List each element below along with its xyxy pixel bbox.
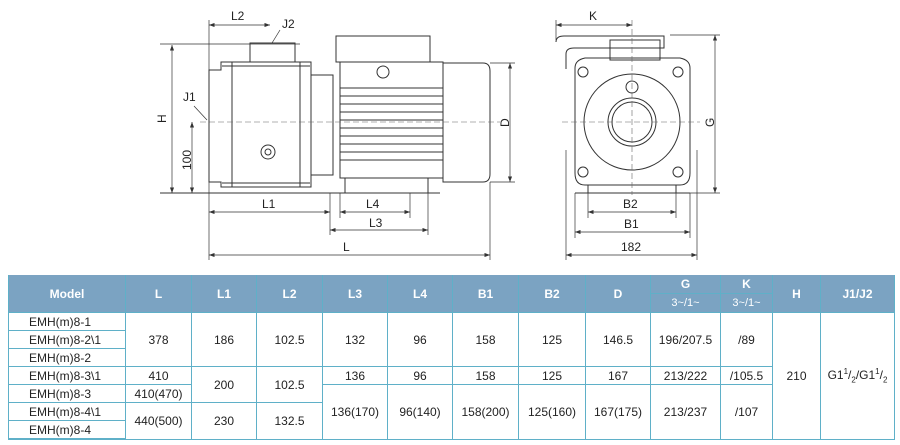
dim-label-L3: L3 — [369, 216, 383, 230]
dim-label-B1: B1 — [624, 217, 639, 231]
model-cell: EMH(m)8-2 — [8, 348, 126, 367]
dim-label-L: L — [343, 240, 350, 254]
cell-L2: 102.5 — [256, 312, 323, 367]
header-H: H — [772, 275, 821, 313]
header-K: K — [720, 275, 773, 294]
dim-label-D: D — [498, 118, 512, 127]
cell-L: 410(470) — [125, 384, 192, 403]
subheader-G: 3~/1~ — [650, 293, 721, 313]
table-row: EMH(m)8-1 378 186 102.5 132 96 158 125 1… — [8, 312, 895, 440]
cell-H: 210 — [772, 312, 821, 440]
pump-dimension-drawing: H 100 L2 J2 J1 D L1 L4 L3 L K G B2 B1 18… — [155, 9, 720, 260]
dim-label-H: H — [155, 114, 169, 123]
motor-fins — [340, 87, 443, 161]
cell-L2: 102.5 — [256, 366, 323, 403]
cell-D: 167(175) — [585, 384, 651, 440]
cell-L3: 136(170) — [322, 384, 388, 440]
model-cell: EMH(m)8-4 — [8, 420, 126, 440]
dim-label-G: G — [703, 118, 717, 127]
cell-G: 213/237 — [650, 384, 721, 440]
cell-L3: 136 — [322, 366, 388, 385]
cell-D: 146.5 — [585, 312, 651, 367]
header-L1: L1 — [191, 275, 257, 313]
model-cell: EMH(m)8-1 — [8, 312, 126, 331]
table-row: EMH(m)8-3 410(470) 136(170) 96(140) 158(… — [8, 384, 895, 440]
model-cell: EMH(m)8-3\1 — [8, 366, 126, 385]
label-J2: J2 — [282, 17, 295, 31]
cell-L: 378 — [125, 312, 192, 367]
dim-label-L1: L1 — [262, 197, 276, 211]
cell-L: 410 — [125, 366, 192, 385]
cell-B1: 158 — [452, 312, 519, 367]
table-row: EMH(m)8-4 — [8, 420, 895, 440]
dim-label-L2: L2 — [231, 9, 245, 23]
cell-L1: 200 — [191, 366, 257, 403]
label-J1: J1 — [183, 90, 196, 104]
cell-B1: 158 — [452, 366, 519, 385]
subheader-K: 3~/1~ — [720, 293, 773, 313]
dim-label-L4: L4 — [366, 197, 380, 211]
dimension-table: Model L L1 L2 L3 L4 B1 B2 D G K H J1/J2 … — [8, 275, 895, 440]
dim-label-K: K — [589, 9, 597, 23]
cell-L4: 96 — [387, 366, 453, 385]
cell-L: 440(500) — [125, 402, 192, 440]
cell-L1: 230 — [191, 402, 257, 440]
dim-label-B2: B2 — [623, 197, 638, 211]
header-L2: L2 — [256, 275, 323, 313]
cell-B2: 125 — [518, 366, 586, 385]
cell-B2: 125(160) — [518, 384, 586, 440]
model-cell: EMH(m)8-2\1 — [8, 330, 126, 349]
table-row: EMH(m)8-4\1 440(500) 230 132.5 — [8, 402, 895, 440]
side-view: H 100 L2 J2 J1 D L1 L4 L3 L — [155, 9, 515, 260]
header-L3: L3 — [322, 275, 388, 313]
model-cell: EMH(m)8-4\1 — [8, 402, 126, 421]
cell-L4: 96(140) — [387, 384, 453, 440]
dim-label-100: 100 — [180, 150, 194, 170]
header-D: D — [585, 275, 651, 313]
model-cell: EMH(m)8-3 — [8, 384, 126, 403]
cell-L2: 132.5 — [256, 402, 323, 440]
cell-K: /105.5 — [720, 366, 773, 385]
header-B2: B2 — [518, 275, 586, 313]
cell-J1J2: G11/2/G11/2 — [820, 312, 895, 440]
table-row: EMH(m)8-2 — [8, 348, 895, 367]
front-view: K G B2 B1 182 — [555, 9, 720, 260]
dim-label-182: 182 — [621, 240, 641, 254]
cell-K: /89 — [720, 312, 773, 367]
table-row: EMH(m)8-3\1 410 200 102.5 136 96 158 125… — [8, 366, 895, 403]
header-model: Model — [8, 275, 126, 313]
cell-G: 213/222 — [650, 366, 721, 385]
header-G: G — [650, 275, 721, 294]
cell-B2: 125 — [518, 312, 586, 367]
cell-L1: 186 — [191, 312, 257, 367]
cell-B1: 158(200) — [452, 384, 519, 440]
header-L4: L4 — [387, 275, 453, 313]
header-B1: B1 — [452, 275, 519, 313]
cell-L4: 96 — [387, 312, 453, 367]
cell-K: /107 — [720, 384, 773, 440]
cell-G: 196/207.5 — [650, 312, 721, 367]
header-L: L — [125, 275, 192, 313]
header-J1J2: J1/J2 — [820, 275, 895, 313]
bolt-icons — [577, 66, 684, 178]
cell-D: 167 — [585, 366, 651, 385]
cell-L3: 132 — [322, 312, 388, 367]
